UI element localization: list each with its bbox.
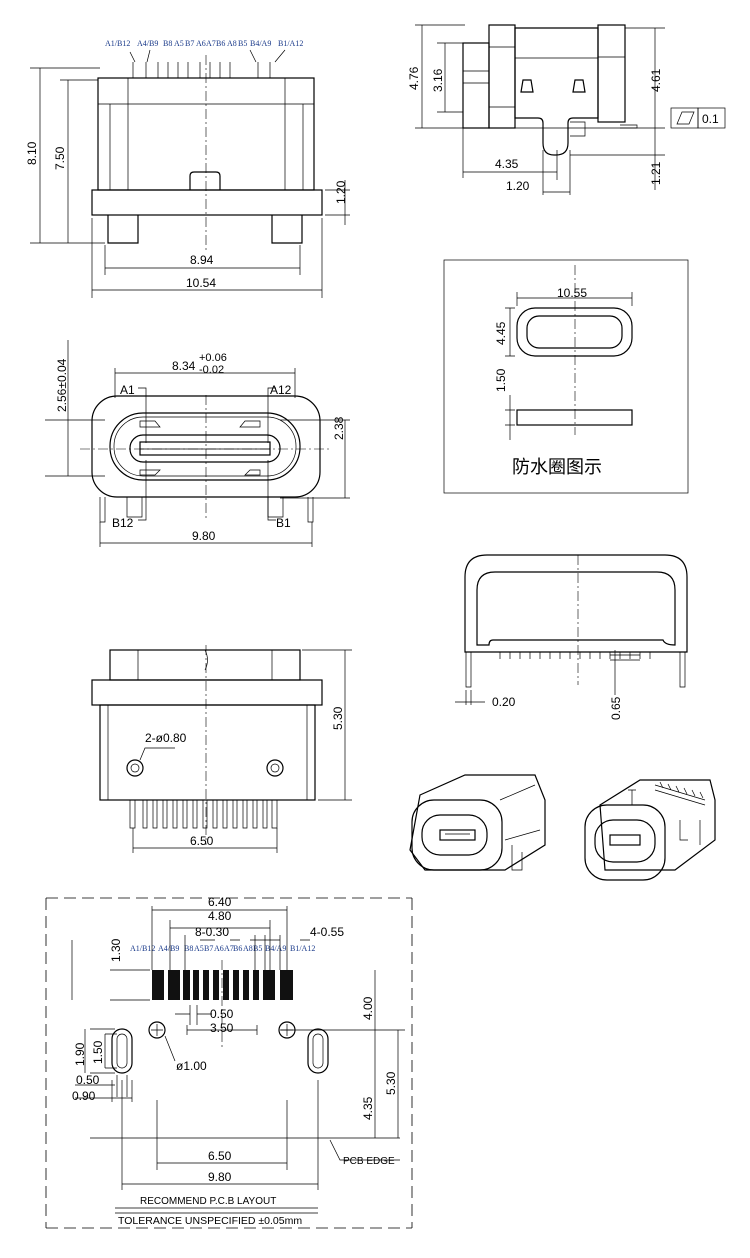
dim-2-56: 2.56±0.04 bbox=[55, 358, 69, 412]
pcb-hole bbox=[148, 1021, 166, 1039]
seal-view: 10.55 4.45 1.50 防水圈图示 bbox=[443, 259, 689, 494]
pin-label: A5 bbox=[194, 944, 204, 953]
dim-0-50-pitch: 0.50 bbox=[210, 1007, 234, 1021]
pcb-edge-label: PCB EDGE bbox=[343, 1156, 395, 1167]
pin-label: A6 bbox=[214, 944, 224, 953]
label-a12: A12 bbox=[270, 383, 292, 397]
dim-9-80: 9.80 bbox=[192, 529, 216, 543]
dim-4-0-55: 4-0.55 bbox=[310, 925, 344, 939]
pin-label: B1/A12 bbox=[290, 944, 315, 953]
dim-7-50: 7.50 bbox=[53, 146, 67, 170]
dim-8-0-30: 8-0.30 bbox=[195, 925, 229, 939]
dim-2-38: 2.38 bbox=[332, 416, 346, 440]
dim-1-50: 1.50 bbox=[494, 368, 508, 392]
pcb-pin-labels: A1/B12 A4/B9 B8 A5 B7 A6 A7 B6 A8 B5 B4/… bbox=[130, 944, 315, 953]
pin-label: A8 bbox=[243, 944, 253, 953]
dim-0-65: 0.65 bbox=[609, 696, 623, 720]
pin-label: B4/A9 bbox=[265, 944, 286, 953]
dim-4-80: 4.80 bbox=[208, 909, 232, 923]
side-view: 4.76 3.16 4.61 1.21 4.35 1.20 0.1 bbox=[407, 24, 726, 195]
dim-2-holes: 2-ø0.80 bbox=[145, 731, 187, 745]
dim-4-35: 4.35 bbox=[495, 157, 519, 171]
dim-0-50-slot: 0.50 bbox=[76, 1073, 100, 1087]
pin-label: A7 bbox=[206, 39, 216, 48]
dim-4-76: 4.76 bbox=[407, 66, 421, 90]
dim-0-90: 0.90 bbox=[72, 1089, 96, 1103]
pin-label: A7 bbox=[224, 944, 234, 953]
pin-label: A4/B9 bbox=[158, 944, 179, 953]
flatness-callout: 0.1 bbox=[670, 107, 726, 129]
pin-label: B7 bbox=[185, 39, 194, 48]
pcb-layout: A1/B12 A4/B9 B8 A5 B7 A6 A7 B6 A8 B5 B4/… bbox=[45, 895, 413, 1229]
pin-label: B5 bbox=[253, 944, 262, 953]
pin-label: A8 bbox=[227, 39, 237, 48]
pcb-slot bbox=[307, 1028, 329, 1074]
dim-6-50: 6.50 bbox=[208, 1149, 232, 1163]
pcb-layout-title: RECOMMEND P.C.B LAYOUT bbox=[140, 1196, 276, 1207]
dim-3-16: 3.16 bbox=[431, 68, 445, 92]
bottom-view: 2-ø0.80 5.30 6.50 bbox=[91, 645, 352, 853]
isometric-view-front bbox=[409, 774, 546, 871]
dim-5-30: 5.30 bbox=[384, 1071, 398, 1095]
dim-1-30: 1.30 bbox=[109, 938, 123, 962]
label-a1: A1 bbox=[120, 383, 135, 397]
pin-label: A4/B9 bbox=[137, 39, 158, 48]
pads bbox=[152, 970, 293, 1000]
hole bbox=[266, 759, 284, 777]
dim-0-20: 0.20 bbox=[492, 695, 516, 709]
dim-tol-minus: -0.02 bbox=[199, 364, 224, 376]
pin-label: A5 bbox=[174, 39, 184, 48]
dim-hole-dia: ø1.00 bbox=[176, 1059, 207, 1073]
pin-label: B8 bbox=[184, 944, 193, 953]
isometric-view-rear bbox=[584, 779, 716, 881]
label-b1: B1 bbox=[276, 516, 291, 530]
pcb-slot bbox=[111, 1028, 133, 1074]
dim-4-61: 4.61 bbox=[649, 68, 663, 92]
pin-label: B7 bbox=[204, 944, 213, 953]
dim-10-54: 10.54 bbox=[186, 276, 216, 290]
pin-label: A6 bbox=[196, 39, 206, 48]
pin-label: B6 bbox=[216, 39, 225, 48]
dim-4-35: 4.35 bbox=[361, 1096, 375, 1120]
dim-5-30: 5.30 bbox=[331, 706, 345, 730]
top-view: A1/B12 A4/B9 B8 A5 B7 A6 A7 B6 A8 B5 B4/… bbox=[25, 39, 350, 298]
pin-label: A1/B12 bbox=[105, 39, 130, 48]
pin-label: B6 bbox=[233, 944, 242, 953]
pin-label: B5 bbox=[238, 39, 247, 48]
dim-1-21: 1.21 bbox=[649, 161, 663, 185]
dim-1-20-tab: 1.20 bbox=[506, 179, 530, 193]
top-pin-labels: A1/B12 A4/B9 B8 A5 B7 A6 A7 B6 A8 B5 B4/… bbox=[105, 39, 303, 48]
label-b12: B12 bbox=[112, 516, 134, 530]
hole bbox=[126, 759, 144, 777]
dim-1-50: 1.50 bbox=[91, 1040, 105, 1064]
dim-tol-plus: +0.06 bbox=[199, 352, 227, 364]
flatness-value: 0.1 bbox=[702, 112, 719, 126]
seal-frame bbox=[443, 259, 689, 494]
rear-view: 0.20 0.65 bbox=[455, 554, 688, 720]
dim-10-55: 10.55 bbox=[557, 286, 587, 300]
dim-8-94: 8.94 bbox=[190, 253, 214, 267]
dim-8-10: 8.10 bbox=[25, 141, 39, 165]
dim-1-20: 1.20 bbox=[334, 180, 348, 204]
dim-1-90: 1.90 bbox=[73, 1042, 87, 1066]
dim-4-00: 4.00 bbox=[361, 996, 375, 1020]
tolerance-note: TOLERANCE UNSPECIFIED ±0.05mm bbox=[118, 1215, 302, 1227]
dim-8-34: 8.34 bbox=[172, 359, 196, 373]
front-view: 2.56±0.04 8.34 +0.06 -0.02 A1 A12 B12 B1… bbox=[45, 340, 350, 547]
pin-label: B4/A9 bbox=[250, 39, 271, 48]
pin-label: A1/B12 bbox=[130, 944, 155, 953]
seal-caption: 防水圈图示 bbox=[512, 457, 602, 478]
pin-label: B8 bbox=[163, 39, 172, 48]
dim-3-50: 3.50 bbox=[210, 1021, 234, 1035]
dim-6-50: 6.50 bbox=[190, 834, 214, 848]
dim-4-45: 4.45 bbox=[494, 321, 508, 345]
dim-9-80: 9.80 bbox=[208, 1170, 232, 1184]
flatness-icon bbox=[676, 111, 695, 125]
dim-6-40: 6.40 bbox=[208, 895, 232, 909]
pin-label: B1/A12 bbox=[278, 39, 303, 48]
